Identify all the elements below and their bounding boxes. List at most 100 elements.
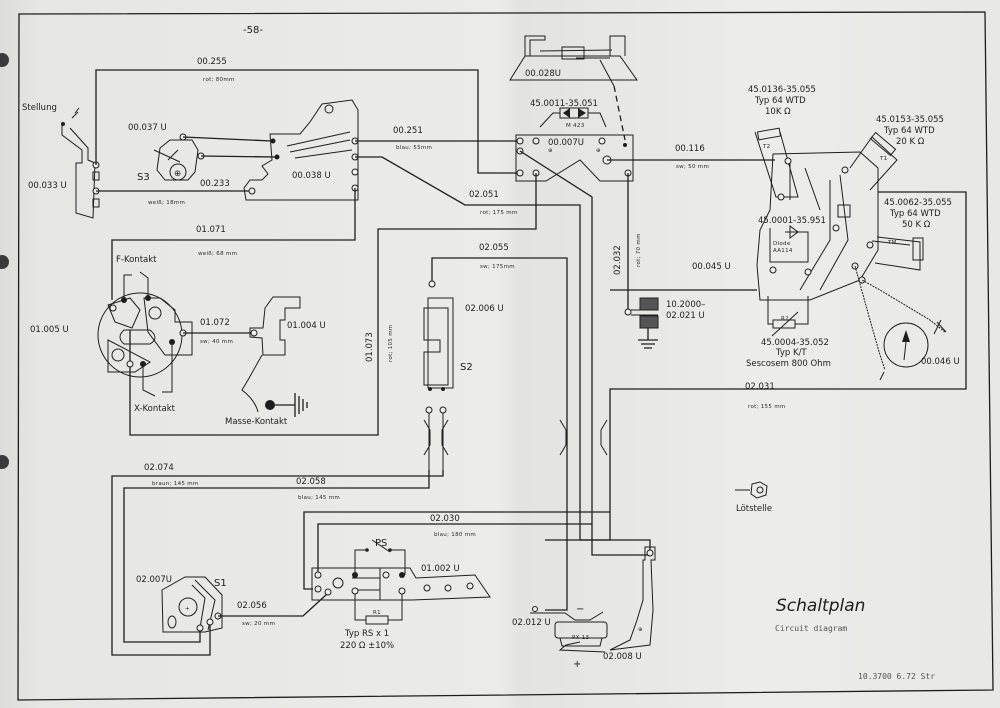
ground-contact-01004 <box>241 296 308 417</box>
component-02007-label: 02.007U <box>136 575 172 585</box>
component-00037-label: 00.037 U <box>128 123 167 133</box>
s3-switch: ⊕ <box>153 133 277 181</box>
t2-value: 10K Ω <box>765 107 791 117</box>
board-00007: ⊕ ⊕ <box>515 107 634 182</box>
s2-label: S2 <box>460 362 473 373</box>
svg-text:⊕: ⊕ <box>174 169 181 179</box>
binder-hole <box>0 455 9 469</box>
component-02012-label: 02.012 U <box>512 618 551 628</box>
svg-text:+: + <box>185 606 190 612</box>
t1-value: 20 K Ω <box>896 137 925 147</box>
board-01002 <box>311 539 491 625</box>
wire-00233-spec: weiß; 18mm <box>148 200 185 206</box>
wire-02030-id: 02.030 <box>430 514 460 524</box>
tm-type: Typ 64 WTD <box>889 209 941 219</box>
component-02008-label: 02.008 U <box>603 652 642 662</box>
t1-type: Typ 64 WTD <box>883 126 935 136</box>
wire-01071-spec: weiß; 68 mm <box>198 251 237 257</box>
r2-part: 45.0004-35.052 <box>761 338 829 348</box>
wire-02051-spec: rot; 175 mm <box>480 210 518 216</box>
s1-switch: + <box>161 576 223 633</box>
battery-label: PX-13 <box>572 635 589 641</box>
component-10200-label: 10.2000– <box>666 300 705 310</box>
f-kontakt-label: F-Kontakt <box>116 255 157 265</box>
wire-02031-spec: rot; 155 mm <box>748 404 786 410</box>
t1-part: 45.0153-35.055 <box>876 115 944 125</box>
wire-00251-spec: blau; 55mm <box>396 145 432 151</box>
binder-hole <box>0 53 9 67</box>
s2-switch <box>423 280 454 470</box>
wire-00255-spec: rot; 80mm <box>203 77 235 83</box>
t2-marker: T2 <box>762 144 770 150</box>
t2-part: 45.0136-35.055 <box>748 85 816 95</box>
wire-02058 <box>123 470 430 643</box>
svg-text:⊕: ⊕ <box>548 148 553 154</box>
resistor-board <box>754 127 947 381</box>
wire-02051 <box>355 156 651 552</box>
wire-00233-id: 00.233 <box>200 179 230 189</box>
battery-plus: + <box>573 659 581 670</box>
footer-code: 10.3700 6.72 Str <box>858 672 935 681</box>
r2-type: Typ K/T <box>775 348 807 358</box>
wire-02032-spec: rot; 70 mm <box>636 233 642 267</box>
wire-01073-id: 01.073 <box>365 332 375 362</box>
wire-02074-spec: braun; 145 mm <box>152 481 199 487</box>
hot-shoe-00028 <box>509 35 638 141</box>
tm-marker: TM <box>887 240 897 246</box>
wire-02074 <box>111 470 444 656</box>
t2-type: Typ 64 WTD <box>754 96 806 106</box>
x-kontakt-label: X-Kontakt <box>134 404 176 414</box>
stellung-label: Stellung <box>22 103 57 113</box>
diode-label: Diode <box>773 241 791 247</box>
masse-kontakt-label: Masse-Kontakt <box>225 417 288 427</box>
diagram-subtitle: Circuit diagram <box>775 624 847 633</box>
wire-02030-spec: blau; 180 mm <box>434 532 476 538</box>
wire-01073 <box>129 173 537 436</box>
r1-value: 220 Ω ±10% <box>340 641 394 651</box>
component-00046-label: 00.046 U <box>921 357 960 367</box>
wire-02056-spec: sw; 20 mm <box>242 621 275 627</box>
wire-02056 <box>218 593 328 617</box>
wire-02074-id: 02.074 <box>144 463 174 473</box>
tm-part: 45.0062-35.055 <box>884 198 952 208</box>
wire-01072-spec: sw; 40 mm <box>200 339 233 345</box>
solder-point-label: Lötstelle <box>736 504 772 514</box>
binder-hole <box>0 255 9 269</box>
ic-label: M 423 <box>566 123 585 129</box>
wire-00116-spec: sw; 50 mm <box>676 164 709 170</box>
wire-02058-id: 02.058 <box>296 477 326 487</box>
wire-02051-id: 02.051 <box>469 190 499 200</box>
wire-connector-bracket <box>559 419 608 456</box>
page-number: -58- <box>243 25 263 36</box>
wire-00255 <box>95 69 517 174</box>
wire-01073-spec: rot; 105 mm <box>388 324 394 362</box>
diode-part: 45.0001-35.951 <box>758 216 826 226</box>
r1-type: Typ RS x 1 <box>344 629 389 639</box>
wire-02030 <box>303 511 610 590</box>
wire-02055 <box>431 257 568 611</box>
svg-text:⊕: ⊕ <box>638 627 643 633</box>
tm-value: 50 K Ω <box>902 220 931 230</box>
wire-02055-id: 02.055 <box>479 243 509 253</box>
t1-marker: T1 <box>879 156 887 162</box>
wire-01071 <box>111 188 356 300</box>
ground-terminal-10200 <box>624 297 659 349</box>
wire-01071-id: 01.071 <box>196 225 226 235</box>
wire-02032-id: 02.032 <box>613 245 623 275</box>
battery-holder: ⊕ <box>530 546 656 653</box>
component-00033-label: 00.033 U <box>28 181 67 191</box>
s1-label: S1 <box>214 578 227 589</box>
diagram-title: Schaltplan <box>776 596 865 616</box>
wire-02030-inner <box>317 523 592 575</box>
component-02006-label: 02.006 U <box>465 304 504 314</box>
component-00038-label: 00.038 U <box>292 171 331 181</box>
wire-01072-id: 01.072 <box>200 318 230 328</box>
s3-label: S3 <box>137 172 150 183</box>
component-01004-label: 01.004 U <box>287 321 326 331</box>
battery-minus: − <box>576 604 584 615</box>
diode-type: AA114 <box>773 248 793 254</box>
ps-label: PS <box>375 538 387 549</box>
component-00028-label: 00.028U <box>525 69 561 79</box>
